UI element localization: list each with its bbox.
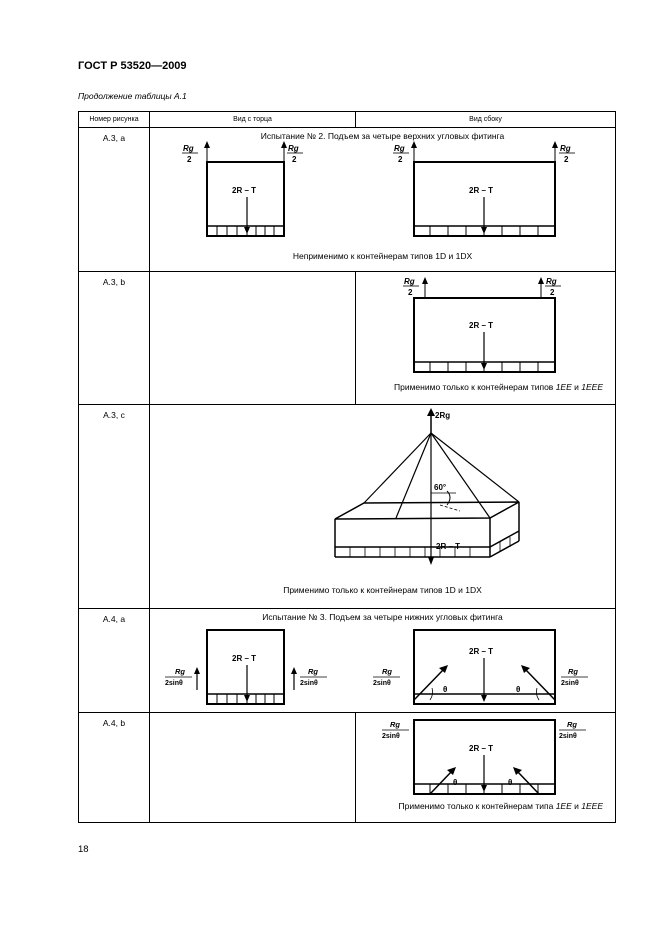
rg-symbol: Rg	[183, 144, 194, 153]
figure-cell: Испытание № 2. Подъем за четыре верхних …	[149, 127, 616, 272]
figure-number: А.3, а	[78, 127, 150, 272]
container-type: 1EEE	[581, 801, 603, 811]
angle-symbol: θ	[443, 685, 447, 694]
figure-number: А.3, с	[78, 404, 150, 609]
load-label: 2R – T	[469, 321, 493, 330]
load-label: 2R – T	[232, 186, 256, 195]
perspective-diagram: 2Rg	[150, 405, 615, 585]
rg-symbol: Rg	[382, 667, 392, 676]
figure-number: А.4, а	[78, 608, 150, 713]
divisor-label: 2sinθ	[559, 733, 577, 740]
empty-end-view-cell	[149, 271, 356, 405]
divisor-label: 2sinθ	[165, 680, 183, 687]
figure-cell: 2Rg	[149, 404, 616, 609]
figure-cell: θ θ Rg 2sinθ Rg 2sinθ 2R – T Применимо т…	[355, 712, 616, 823]
side-view-diagram: θ θ Rg 2sinθ Rg 2sinθ 2R – T	[356, 713, 615, 801]
figure-cell: Испытание № 3. Подъем за четыре нижних у…	[149, 608, 616, 713]
container-type: 1EEE	[581, 382, 603, 392]
applicability-note: Применимо только к контейнерам типов 1D …	[283, 585, 482, 595]
side-view-diagram: θ θ Rg 2sinθ Rg 2sinθ 2R – T	[356, 622, 616, 706]
column-header-figure: Номер рисунка	[78, 111, 150, 128]
rg-symbol: Rg	[567, 720, 577, 729]
note-conjunction: и	[571, 801, 582, 811]
document-title: ГОСТ Р 53520—2009	[78, 60, 187, 72]
figure-number: А.4, b	[78, 712, 150, 823]
figure-number: А.3, b	[78, 271, 150, 405]
angle-symbol: θ	[516, 685, 520, 694]
side-view-diagram: Rg 2 Rg 2 2R – T	[356, 272, 615, 382]
rg-symbol: Rg	[568, 667, 578, 676]
rg-symbol: Rg	[390, 720, 400, 729]
total-load-label: 2Rg	[435, 411, 450, 420]
column-header-side-view: Вид сбоку	[355, 111, 616, 128]
side-view-diagram: Rg 2 Rg 2 2R – T	[356, 141, 616, 251]
rg-symbol: Rg	[394, 144, 405, 153]
divisor-label: 2	[550, 288, 555, 297]
note-conjunction: и	[571, 382, 582, 392]
load-label: 2R – T	[469, 744, 493, 753]
load-label: 2R – T	[469, 647, 493, 656]
table-caption: Продолжение таблицы А.1	[78, 91, 187, 101]
container-type: 1EE	[555, 801, 572, 811]
rg-symbol: Rg	[175, 667, 185, 676]
applicability-note: Применимо только к контейнерам типов 1EE…	[356, 382, 615, 392]
end-view-diagram: Rg 2sinθ Rg 2sinθ 2R – T	[150, 622, 356, 706]
empty-end-view-cell	[149, 712, 356, 823]
test-title: Испытание № 3. Подъем за четыре нижних у…	[262, 612, 503, 622]
divisor-label: 2	[564, 155, 569, 164]
test-title: Испытание № 2. Подъем за четыре верхних …	[260, 131, 505, 141]
divisor-label: 2	[187, 155, 192, 164]
load-label: 2R – T	[232, 654, 256, 663]
divisor-label: 2sinθ	[300, 680, 318, 687]
load-label: 2R – T	[469, 186, 493, 195]
divisor-label: 2sinθ	[382, 733, 400, 740]
divisor-label: 2sinθ	[373, 680, 391, 687]
table-row: А.3, с 2Rg	[78, 404, 616, 609]
angle-symbol: θ	[508, 778, 512, 787]
figure-cell: Rg 2 Rg 2 2R – T Применимо только к конт…	[355, 271, 616, 405]
table-row: А.4, b θ	[78, 712, 616, 823]
page-number: 18	[78, 844, 89, 855]
divisor-label: 2	[292, 155, 297, 164]
divisor-label: 2	[408, 288, 413, 297]
container-type: 1EE	[555, 382, 572, 392]
note-text: Применимо только к контейнерам типа	[398, 801, 556, 811]
rg-symbol: Rg	[404, 277, 415, 286]
note-text: Применимо только к контейнерам типов	[394, 382, 556, 392]
applicability-note: Неприменимо к контейнерам типов 1D и 1DX	[292, 251, 473, 261]
table-header-row: Номер рисунка Вид с торца Вид сбоку	[78, 111, 616, 128]
divisor-label: 2	[398, 155, 403, 164]
divisor-label: 2sinθ	[561, 680, 579, 687]
angle-symbol: θ	[453, 778, 457, 787]
table-row: А.3, а Испытание № 2. Подъем за четыре в…	[78, 127, 616, 272]
figures-table: Номер рисунка Вид с торца Вид сбоку А.3,…	[78, 111, 616, 823]
table-row: А.3, b Rg	[78, 271, 616, 405]
column-header-end-view: Вид с торца	[149, 111, 356, 128]
table-row: А.4, а Испытание № 3. Подъем за четыре н…	[78, 608, 616, 713]
end-view-diagram: Rg 2 Rg 2 2R – T	[150, 141, 356, 251]
load-label: 2R – T	[436, 542, 460, 551]
angle-label: 60°	[434, 483, 446, 492]
rg-symbol: Rg	[308, 667, 318, 676]
rg-symbol: Rg	[546, 277, 557, 286]
rg-symbol: Rg	[560, 144, 571, 153]
applicability-note: Применимо только к контейнерам типа 1EE …	[356, 801, 615, 811]
rg-symbol: Rg	[288, 144, 299, 153]
